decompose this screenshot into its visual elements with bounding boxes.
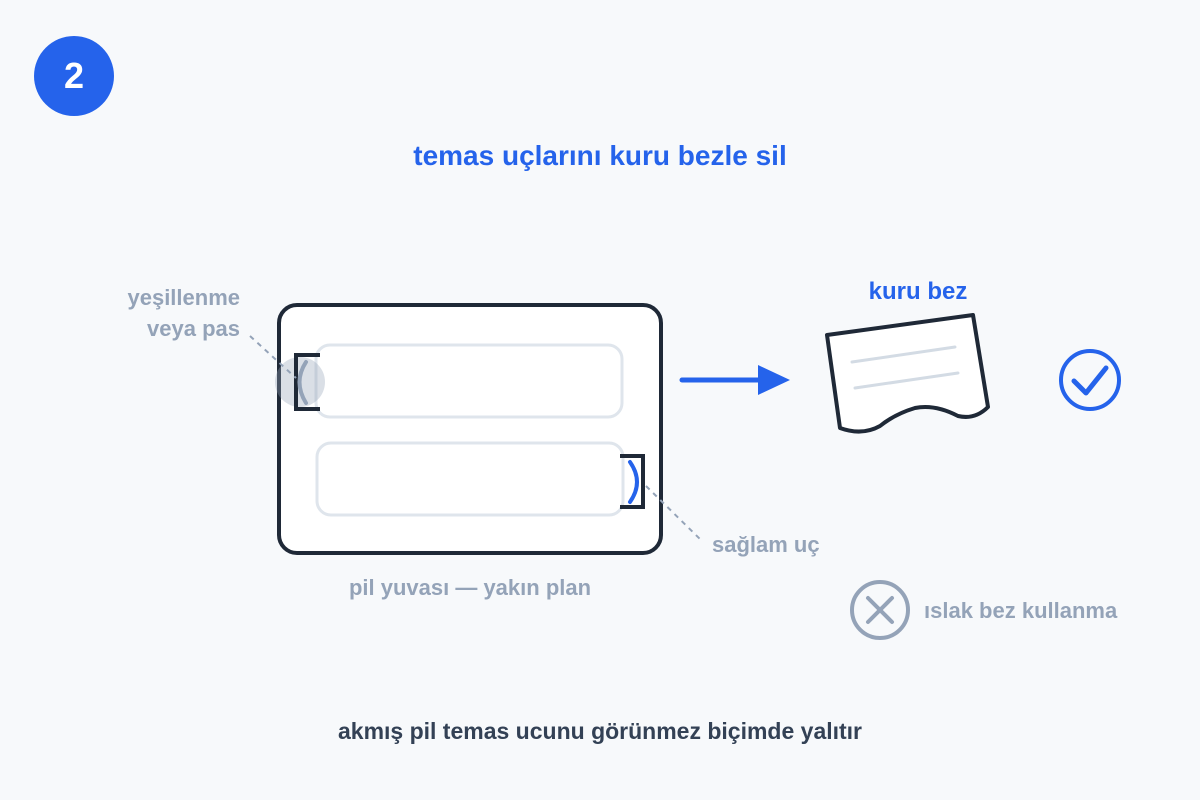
footer-note: akmış pil temas ucunu görünmez biçimde y… bbox=[337, 718, 863, 744]
x-circle-icon bbox=[850, 580, 910, 640]
healthy-contact-bracket bbox=[620, 454, 645, 509]
healthy-tip-label: sağlam uç bbox=[712, 532, 820, 557]
check-circle-icon bbox=[1059, 349, 1121, 411]
arrow-right-icon bbox=[679, 365, 790, 395]
corrosion-leader-line bbox=[249, 335, 297, 379]
cloth-icon bbox=[825, 313, 990, 434]
wet-cloth-warning: ıslak bez kullanma bbox=[924, 598, 1118, 623]
battery-slot-top bbox=[314, 343, 624, 419]
corroded-contact-bracket bbox=[294, 353, 320, 411]
corroded-spring bbox=[297, 360, 308, 405]
compartment-caption: pil yuvası — yakın plan bbox=[348, 575, 592, 600]
instruction-title: temas uçlarını kuru bezle sil bbox=[413, 140, 787, 171]
corrosion-label: yeşillenme veya pas bbox=[127, 282, 240, 344]
step-number-badge: 2 bbox=[34, 36, 114, 116]
healthy-spring bbox=[628, 460, 639, 504]
healthy-leader-line bbox=[645, 485, 703, 542]
corrosion-label-line1: yeşillenme bbox=[127, 285, 240, 310]
healthy-contact bbox=[620, 454, 645, 509]
battery-slot-bottom bbox=[315, 441, 625, 517]
dry-cloth-label: kuru bez bbox=[868, 278, 968, 305]
corrosion-label-line2: veya pas bbox=[147, 316, 240, 341]
